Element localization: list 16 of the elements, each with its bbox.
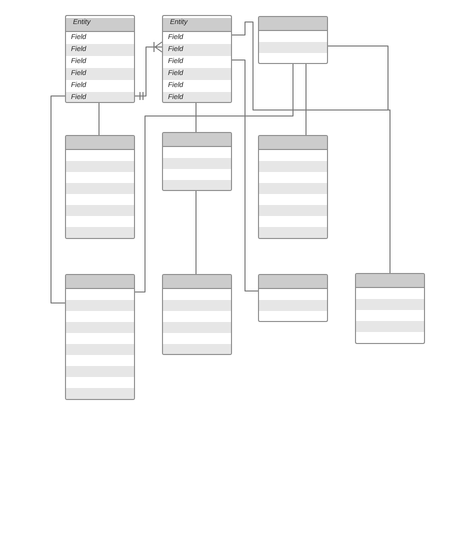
relationship-line bbox=[98, 102, 100, 136]
entity-table bbox=[65, 15, 135, 103]
entity-table bbox=[65, 274, 135, 400]
entity-table bbox=[162, 132, 232, 191]
entity-table bbox=[258, 274, 328, 322]
entity-table bbox=[65, 135, 135, 239]
relationship-line bbox=[134, 64, 294, 292]
relationship-line bbox=[328, 46, 390, 274]
relationship-line bbox=[50, 96, 66, 304]
entity-table bbox=[162, 274, 232, 355]
entity-table bbox=[355, 273, 425, 344]
entity-table bbox=[162, 15, 232, 103]
relationship-line bbox=[134, 42, 162, 100]
entity-table bbox=[258, 16, 328, 64]
relationship-line bbox=[232, 60, 258, 292]
entity-table bbox=[258, 135, 328, 239]
